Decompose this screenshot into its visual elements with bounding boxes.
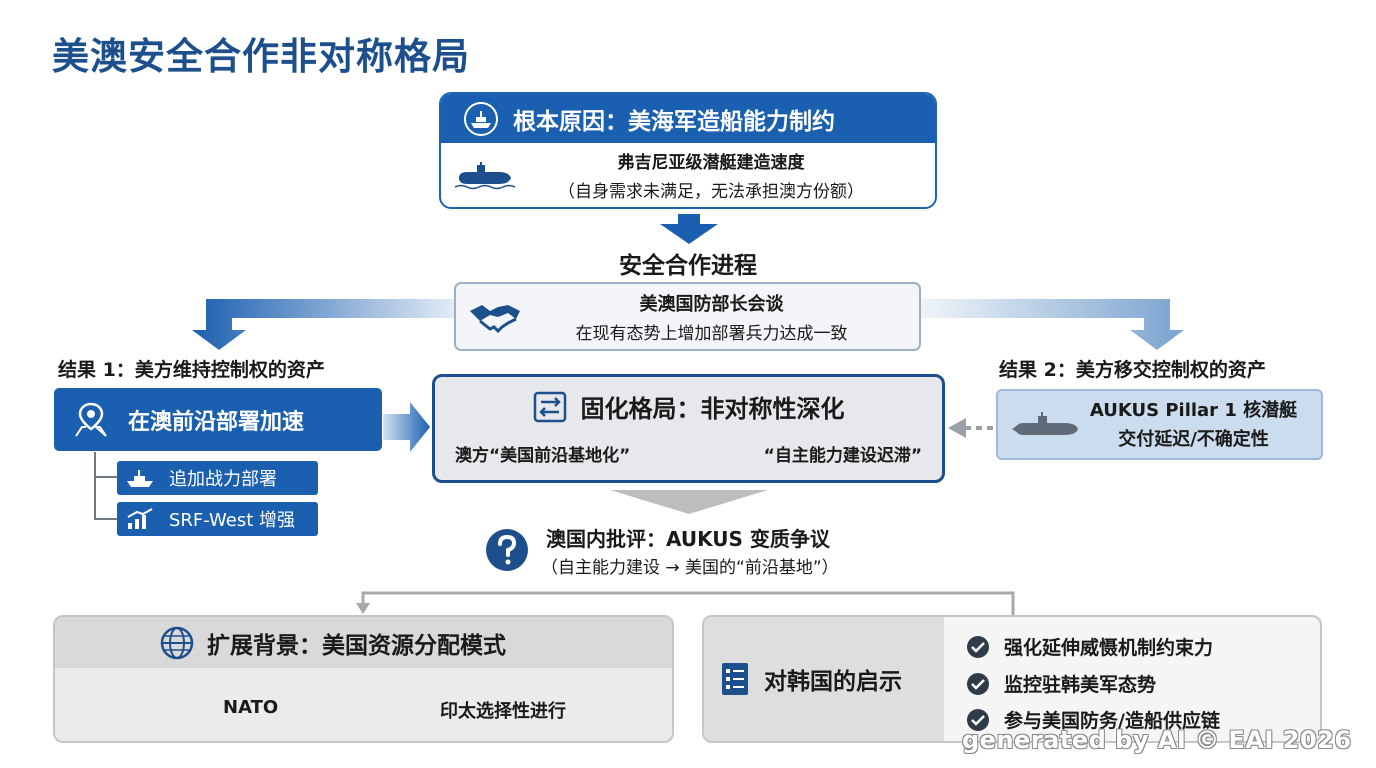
root-cause-line2: （自身需求未满足，无法承担澳方份额） [558, 182, 864, 202]
korea-item: 参与美国防务/造船供应链 [966, 706, 1220, 733]
background-box: 扩展背景：美国资源分配模式 [53, 615, 674, 743]
exchange-icon [533, 391, 566, 422]
korea-item-label: 参与美国防务/造船供应链 [1004, 710, 1220, 732]
center-left-text: 澳方“美国前沿基地化” [455, 446, 631, 466]
meeting-desc: 在现有态势上增加部署兵力达成一致 [575, 323, 848, 344]
growth-chart-icon [127, 508, 153, 529]
korea-box: 对韩国的启示 强化延伸威慑机制约束力 监控驻韩美军态势 参与美国防务/造船供应链 [702, 615, 1322, 743]
globe-icon [160, 626, 194, 659]
korea-item-label: 强化延伸威慑机制约束力 [1004, 637, 1214, 659]
meeting-title: 美澳国防部长会谈 [639, 293, 784, 315]
process-heading: 安全合作进程 [619, 253, 757, 279]
submarine-icon [1012, 411, 1078, 435]
result1-main-box: 在澳前沿部署加速 [54, 388, 382, 451]
korea-item: 强化延伸威慑机制约束力 [966, 633, 1213, 660]
result1-item: 追加战力部署 [117, 461, 318, 495]
arrow-branch-right [921, 299, 1184, 350]
background-right: 印太选择性进行 [440, 701, 566, 722]
check-circle-icon [967, 672, 989, 695]
result1-item: SRF-West 增强 [117, 502, 318, 536]
bracket-connector [361, 591, 1015, 615]
root-cause-line1: 弗吉尼亚级潜艇建造速度 [617, 153, 805, 173]
result2-label: 结果 2：美方移交控制权的资产 [999, 359, 1266, 381]
ship-icon [464, 101, 498, 136]
result1-item-label: 追加战力部署 [169, 469, 277, 490]
arrow-left-to-center [383, 402, 430, 452]
watermark: generated by AI © EAI 2026 [962, 726, 1352, 754]
root-cause-box: 根本原因：美海军造船能力制约 弗吉尼亚级潜艇建造速度 （自身需求未满足，无法承担… [439, 92, 937, 209]
submarine-icon [454, 162, 516, 190]
center-title: 固化格局：非对称性深化 [580, 395, 845, 423]
root-cause-header: 根本原因：美海军造船能力制约 [441, 94, 935, 143]
arrow-branch-left [192, 299, 456, 350]
result1-main: 在澳前沿部署加速 [128, 409, 305, 435]
map-pin-icon [75, 402, 107, 437]
handshake-icon [470, 304, 520, 333]
center-right-text: “自主能力建设迟滞” [763, 446, 922, 466]
arrow-funnel [610, 490, 768, 514]
center-box: 固化格局：非对称性深化 澳方“美国前沿基地化” “自主能力建设迟滞” [432, 374, 945, 483]
result2-line2: 交付延迟/不确定性 [1118, 428, 1269, 450]
result2-line1: AUKUS Pillar 1 核潜艇 [1089, 399, 1298, 421]
background-left: NATO [223, 697, 279, 718]
arrow-down-root [660, 214, 718, 244]
result1-label: 结果 1：美方维持控制权的资产 [58, 359, 325, 381]
question-icon [486, 529, 528, 571]
korea-item-label: 监控驻韩美军态势 [1004, 674, 1157, 696]
check-circle-icon [967, 635, 989, 658]
root-cause-title: 根本原因：美海军造船能力制约 [513, 108, 835, 135]
result1-item-label: SRF-West 增强 [169, 510, 296, 531]
result2-box: AUKUS Pillar 1 核潜艇 交付延迟/不确定性 [996, 389, 1323, 460]
meeting-box: 美澳国防部长会谈 在现有态势上增加部署兵力达成一致 [454, 282, 921, 351]
warship-icon [127, 470, 153, 487]
korea-item: 监控驻韩美军态势 [966, 670, 1156, 697]
korea-title: 对韩国的启示 [764, 669, 902, 695]
critique-title: 澳国内批评：AUKUS 变质争议 [546, 527, 830, 551]
page-title: 美澳安全合作非对称格局 [52, 35, 470, 78]
background-title: 扩展背景：美国资源分配模式 [207, 632, 506, 659]
check-circle-icon [967, 708, 989, 731]
tree-lines [94, 452, 117, 520]
checklist-icon [722, 663, 748, 695]
critique-desc: （自主能力建设 → 美国的“前沿基地”） [541, 558, 839, 578]
